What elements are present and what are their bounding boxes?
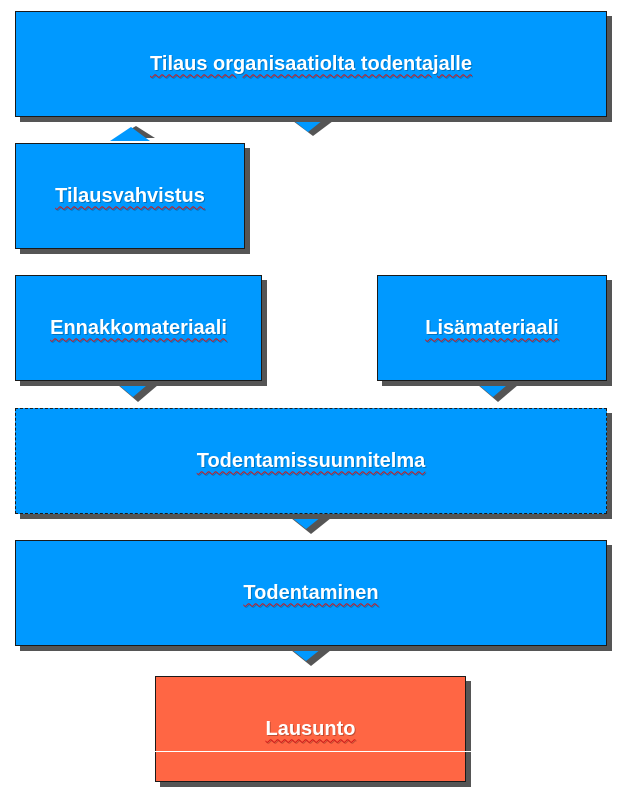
box-tilaus-label: Tilaus organisaatiolta todentajalle (150, 52, 472, 75)
box-todentaminen-label: Todentaminen (243, 581, 379, 604)
arrow-suunnitelma-down (286, 513, 326, 529)
arrow-shadow (478, 385, 518, 402)
hairline-divider (155, 751, 472, 752)
arrow-lisa-down (473, 380, 513, 397)
box-lausunto: Lausunto (155, 676, 466, 782)
box-tilausvahvistus: Tilausvahvistus (15, 143, 245, 249)
box-ennakkomateriaali: Ennakkomateriaali (15, 275, 262, 381)
arrow-tilausvahvistus-up (110, 127, 150, 141)
box-lisamateriaali-label: Lisämateriaali (425, 316, 559, 339)
arrow-shadow (115, 126, 155, 138)
arrow-shadow (291, 650, 331, 666)
box-todentamissuunnitelma: Todentamissuunnitelma (15, 408, 607, 514)
arrow-shadow (293, 121, 333, 136)
arrow-tilaus-down (288, 116, 328, 132)
box-todentamissuunnitelma-label: Todentamissuunnitelma (196, 449, 426, 472)
box-lisamateriaali: Lisämateriaali (377, 275, 607, 381)
box-todentaminen: Todentaminen (15, 540, 607, 646)
arrow-shadow (291, 518, 331, 534)
arrow-ennakko-down (113, 380, 153, 397)
box-lausunto-label: Lausunto (265, 717, 356, 740)
arrow-shadow (118, 385, 158, 402)
arrow-todentaminen-down (286, 645, 326, 661)
box-tilausvahvistus-label: Tilausvahvistus (55, 184, 205, 207)
box-ennakkomateriaali-label: Ennakkomateriaali (50, 316, 227, 339)
box-tilaus: Tilaus organisaatiolta todentajalle (15, 11, 607, 117)
